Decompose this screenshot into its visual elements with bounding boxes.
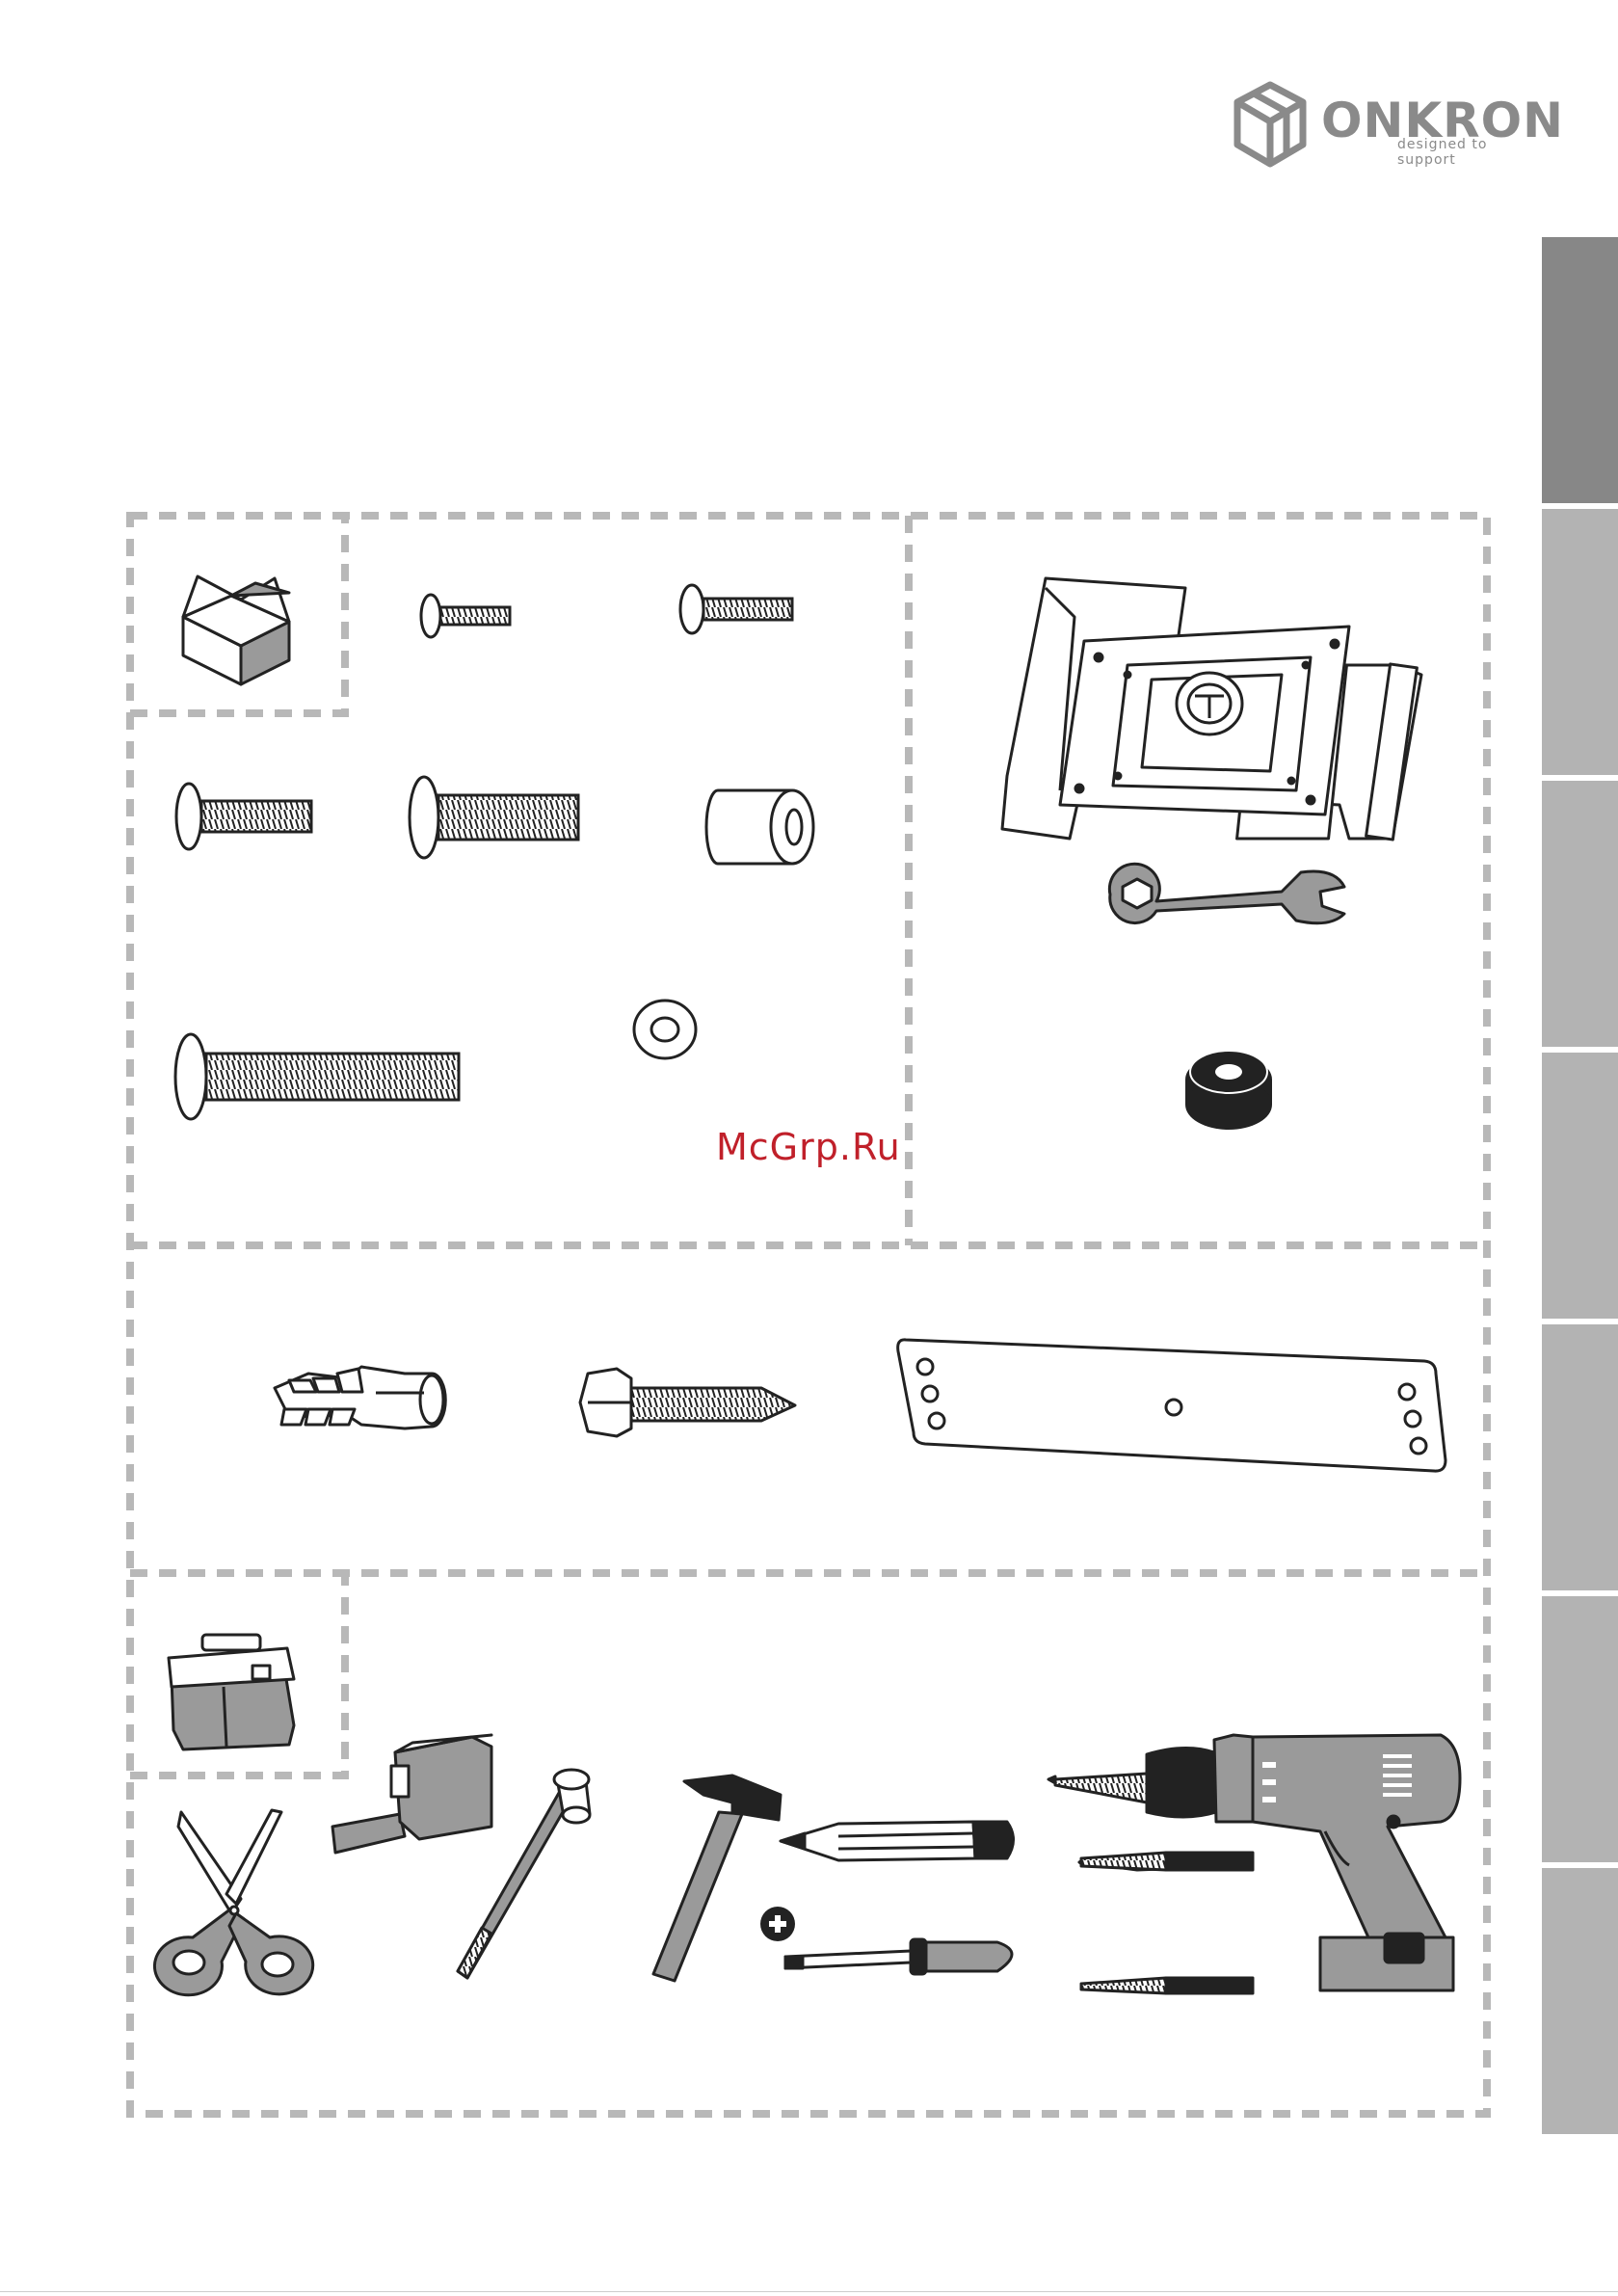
screw-m8 [410, 777, 578, 858]
screw-m6-short [176, 784, 311, 849]
side-tab-3[interactable] [1542, 781, 1618, 1047]
screw-m4-long [680, 585, 792, 633]
tv-mount-bracket [1002, 578, 1421, 840]
tape-roll [1185, 1051, 1272, 1130]
toolbox-icon [169, 1635, 294, 1749]
washer [634, 1001, 696, 1058]
open-box-icon [183, 576, 289, 684]
wall-anchor [275, 1367, 445, 1428]
lag-bolt [580, 1369, 795, 1436]
scissors [154, 1810, 312, 1995]
side-tab-5[interactable] [1542, 1324, 1618, 1590]
watermark-text: McGrp.Ru [716, 1126, 901, 1168]
drill-bit [1081, 1978, 1253, 1993]
side-tabs [1542, 237, 1618, 2142]
tape-measure [332, 1735, 491, 1853]
footer-divider [0, 2291, 1618, 2292]
phillips-plus-icon [760, 1907, 795, 1941]
side-tab-1[interactable] [1542, 237, 1618, 503]
wall-plate [898, 1340, 1446, 1471]
side-tab-6[interactable] [1542, 1596, 1618, 1862]
hammer [653, 1775, 781, 1981]
side-tab-4[interactable] [1542, 1053, 1618, 1319]
pencil [781, 1822, 1014, 1860]
side-tab-2[interactable] [1542, 509, 1618, 775]
side-tab-7[interactable] [1542, 1868, 1618, 2134]
wrench [1109, 864, 1344, 923]
screw-m4-short [421, 595, 510, 637]
spacer [706, 790, 813, 864]
screw-m8-long [175, 1034, 459, 1119]
drill-bit [1081, 1853, 1253, 1870]
phillips-screwdriver [785, 1939, 1012, 1974]
